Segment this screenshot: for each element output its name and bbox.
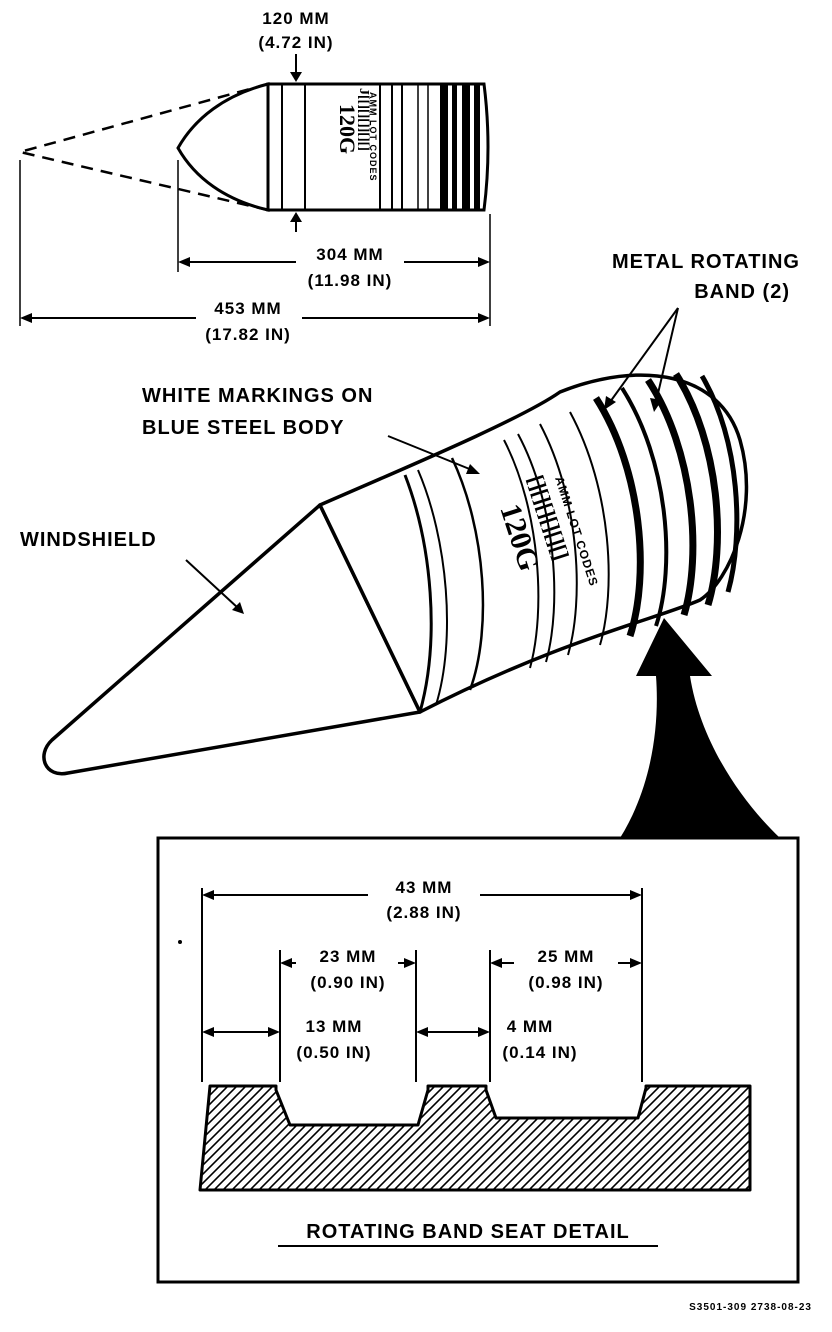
perspective-windshield [42,503,422,776]
perspective-body [318,373,749,714]
detail-overall-in: (2.88 IN) [386,903,461,922]
projectile-body-side [266,82,490,212]
top-body-length-mm: 304 MM [316,245,383,264]
detail-band1-mm: 23 MM [320,947,377,966]
top-total-length-mm: 453 MM [214,299,281,318]
detail-band2-in: (0.98 IN) [528,973,603,992]
band-seat-cross-section [198,1084,752,1192]
top-diameter-mm: 120 MM [262,9,329,28]
top-marking-sub: AMM LOT CODES [368,92,378,182]
white-markings-label-line1: WHITE MARKINGS ON [142,385,373,407]
perspective-view: 120G [][][][][][] AMM LOT CODES METAL RO… [20,251,800,838]
windshield-ogive [176,82,270,212]
top-side-view: 120G J[[][][]][][] AMM LOT CODES 120 MM … [19,9,491,344]
top-marking-main: 120G [335,104,360,154]
detail-gap1-mm: 13 MM [306,1017,363,1036]
metal-band-label-line2: BAND (2) [694,281,790,303]
top-marking-code: J[[][][]][][] [356,88,371,151]
detail-gap1-in: (0.50 IN) [296,1043,371,1062]
detail-frame [156,836,800,1284]
top-total-length-in: (17.82 IN) [205,325,291,344]
windshield-label: WINDSHIELD [20,529,157,551]
detail-title: ROTATING BAND SEAT DETAIL [306,1221,630,1243]
detail-gap2-mm: 4 MM [507,1017,554,1036]
metal-band-label-line1: METAL ROTATING [612,251,800,273]
white-markings-label-line2: BLUE STEEL BODY [142,417,344,439]
detail-band1-in: (0.90 IN) [310,973,385,992]
detail-overall-mm: 43 MM [396,878,453,897]
top-body-length-in: (11.98 IN) [308,271,393,290]
figure-id: S3501-309 2738-08-23 [689,1302,812,1313]
rotating-band-seat-detail: 43 MM (2.88 IN) 23 MM (0.90 IN) 25 MM (0… [156,836,800,1284]
detail-band2-mm: 25 MM [538,947,595,966]
dashed-nose-outline [19,82,269,212]
detail-callout-arrow [620,618,780,838]
top-diameter-in: (4.72 IN) [258,33,333,52]
detail-gap2-in: (0.14 IN) [502,1043,577,1062]
